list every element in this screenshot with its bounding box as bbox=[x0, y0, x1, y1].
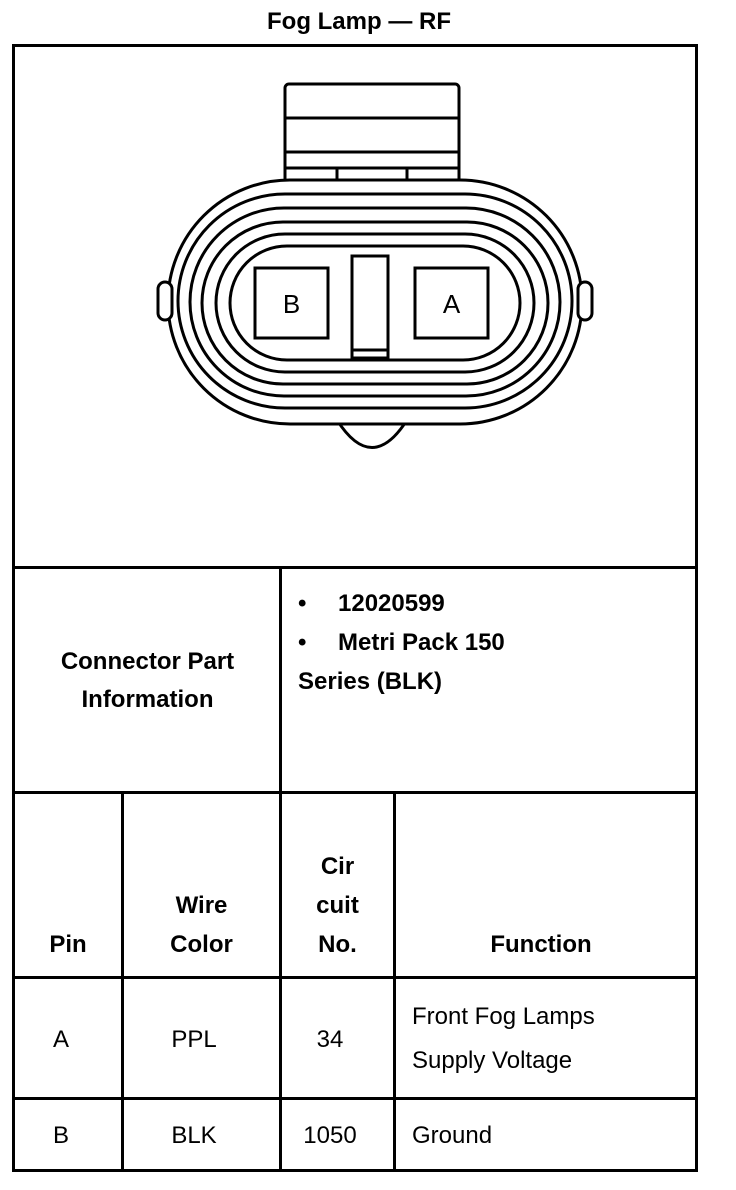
divider-info-columns bbox=[279, 566, 282, 794]
side-latch-right bbox=[576, 280, 594, 322]
bullet-icon: • bbox=[298, 629, 307, 656]
cavity-a-label: A bbox=[443, 289, 461, 319]
row-a-function-line2: Supply Voltage bbox=[412, 1047, 573, 1074]
divider-diagram-info bbox=[12, 566, 698, 569]
body-ring-4 bbox=[214, 232, 536, 374]
body-ring-5 bbox=[228, 244, 522, 362]
divider-row-a-b bbox=[12, 1097, 698, 1100]
body-ring-1 bbox=[176, 192, 574, 410]
side-latch-left bbox=[156, 280, 174, 322]
row-a-circuit: 34 bbox=[316, 1026, 344, 1053]
info-item-part-number: • 12020599 bbox=[298, 584, 688, 623]
cavity-a-box bbox=[413, 266, 490, 340]
info-item-text: Metri Pack 150 bbox=[338, 629, 505, 656]
center-divider bbox=[350, 254, 390, 360]
divider-col-wire bbox=[279, 791, 282, 1172]
row-a-wire-color: PPL bbox=[171, 1026, 217, 1053]
info-label-line1: Connector Part bbox=[60, 648, 235, 675]
info-item-series: • Metri Pack 150 bbox=[298, 623, 688, 662]
body-ring-3 bbox=[200, 220, 550, 386]
header-wire-color: Wire Color bbox=[170, 892, 233, 958]
info-item-text: 12020599 bbox=[338, 590, 445, 617]
connector-part-info-label: Connector Part Information bbox=[15, 570, 280, 792]
bullet-icon: • bbox=[298, 590, 307, 617]
cavity-b-label: B bbox=[283, 289, 300, 319]
key-bump bbox=[335, 419, 409, 449]
row-a-pin: A bbox=[52, 1026, 69, 1053]
info-item-continuation: Series (BLK) bbox=[298, 668, 443, 695]
header-pin: Pin bbox=[49, 931, 87, 958]
divider-col-pin bbox=[121, 791, 124, 1172]
page-title: Fog Lamp — RF bbox=[267, 8, 451, 35]
info-label-line2: Information bbox=[81, 686, 214, 713]
row-a-function-line1: Front Fog Lamps bbox=[412, 1003, 595, 1030]
connector-part-info-list: • 12020599 • Metri Pack 150 Series (BLK) bbox=[298, 584, 688, 701]
row-b-wire-color: BLK bbox=[171, 1122, 217, 1149]
row-b-function-line1: Ground bbox=[412, 1122, 493, 1149]
cavity-b-box bbox=[253, 266, 330, 340]
divider-col-circuit bbox=[393, 791, 396, 1172]
connector-table-frame bbox=[12, 44, 698, 1172]
row-b-pin: B bbox=[52, 1122, 69, 1149]
divider-header-rows bbox=[12, 976, 698, 979]
row-b-circuit: 1050 bbox=[303, 1122, 357, 1149]
divider-info-table bbox=[12, 791, 698, 794]
connector-face-diagram: B A bbox=[156, 82, 594, 449]
header-circuit-number: Cir cuit No. bbox=[316, 853, 359, 958]
body-ring-2 bbox=[188, 206, 562, 398]
header-function: Function bbox=[490, 931, 592, 958]
